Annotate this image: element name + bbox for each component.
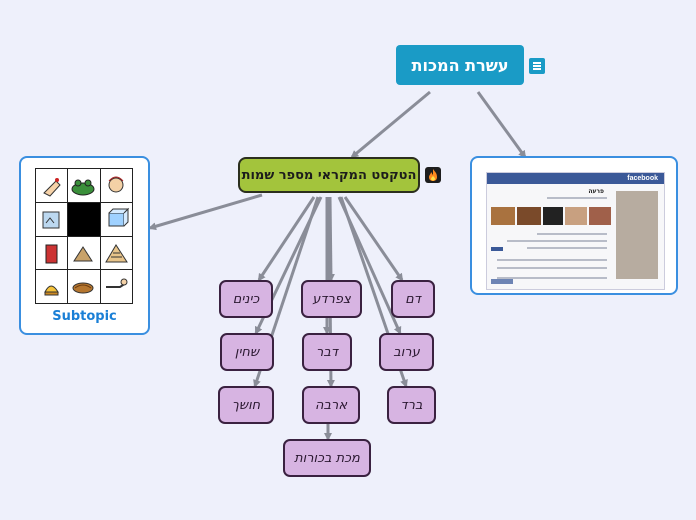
plague-label: דבר	[316, 344, 338, 360]
root-title: עשרת המכות	[411, 55, 509, 75]
cow-icon	[100, 202, 132, 236]
text-line	[527, 247, 607, 249]
hand-icon	[36, 169, 68, 202]
edge-root-main	[350, 90, 431, 159]
text-line	[497, 259, 607, 261]
plague-label: חושך	[231, 397, 261, 413]
text-line	[547, 197, 607, 199]
plague-dam[interactable]: דם	[391, 280, 435, 318]
subtopic-image-card[interactable]: Subtopic	[19, 156, 150, 335]
frog-icon	[68, 169, 100, 202]
lice-icon	[100, 169, 132, 202]
plague-tzfardea[interactable]: צפרדע	[301, 280, 362, 318]
plague-label: צפרדע	[312, 291, 351, 307]
plague-kinim[interactable]: כינים	[219, 280, 273, 318]
plague-shchin[interactable]: שחין	[220, 333, 274, 371]
plague-label: כינים	[232, 291, 260, 307]
plague-arbe[interactable]: ארבה	[302, 386, 360, 424]
plague-label: ארבה	[314, 397, 348, 413]
edge-root-facebook	[476, 91, 527, 159]
pyramid-icon	[68, 270, 100, 303]
notes-icon[interactable]	[529, 58, 545, 74]
wild-animals-icon	[36, 202, 68, 236]
pharaoh-profile-image	[616, 191, 658, 279]
fire-icon[interactable]	[425, 167, 441, 183]
plague-label: מכת בכורות	[294, 450, 360, 466]
plagues-pictogram-grid	[35, 168, 133, 304]
plague-arov[interactable]: ערוב	[379, 333, 434, 371]
plague-makat-bechorot[interactable]: מכת בכורות	[283, 439, 371, 477]
subtopic-label: Subtopic	[52, 309, 117, 324]
dark-cell	[68, 202, 100, 236]
text-line	[497, 267, 607, 269]
plague-label: ערוב	[393, 344, 420, 360]
edge-main-subtopic	[148, 193, 263, 231]
plague-label: דם	[405, 291, 421, 307]
text-line	[497, 277, 607, 279]
hail-icon	[36, 270, 68, 303]
edge-main-kinim	[257, 196, 316, 282]
gallery-image	[565, 207, 587, 225]
facebook-header-bar: facebook	[487, 173, 664, 184]
skin-icon	[100, 236, 132, 270]
plague-label: ברד	[400, 397, 423, 413]
facebook-profile-name: פרעה	[588, 188, 604, 195]
plague-label: שחין	[234, 344, 260, 360]
gallery-image	[491, 207, 515, 225]
edge-main-dam	[343, 196, 404, 282]
blue-button	[491, 247, 503, 251]
root-topic[interactable]: עשרת המכות	[396, 45, 524, 85]
main-title: הטקסט המקראי מספר שמות	[241, 167, 417, 183]
plague-barad[interactable]: ברד	[387, 386, 436, 424]
plague-choshech[interactable]: חושך	[218, 386, 274, 424]
plague-dever[interactable]: דבר	[302, 333, 352, 371]
text-line	[537, 233, 607, 235]
facebook-screenshot: facebook פרעה	[486, 172, 665, 290]
gallery-image	[589, 207, 611, 225]
gallery-image	[543, 207, 563, 225]
boils-icon	[36, 236, 68, 270]
facebook-logo: facebook	[627, 175, 658, 182]
blue-button	[491, 279, 513, 284]
facebook-image-card[interactable]: facebook פרעה	[470, 156, 678, 295]
main-topic[interactable]: הטקסט המקראי מספר שמות	[238, 157, 420, 193]
gallery-image	[517, 207, 541, 225]
firstborn-icon	[100, 270, 132, 303]
text-line	[507, 240, 607, 242]
locust-icon	[68, 236, 100, 270]
